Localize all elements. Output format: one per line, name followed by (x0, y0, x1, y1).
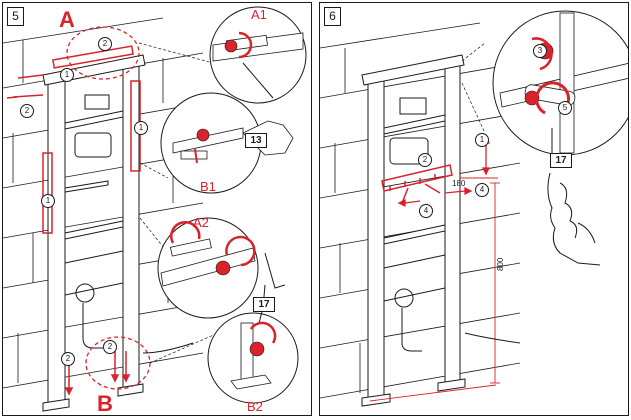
step-number: 5 (7, 7, 24, 26)
callout-2-top: 2 (98, 37, 112, 51)
callout-1-right: 1 (134, 121, 148, 135)
step-5-panel: 5 A B A1 B1 A2 B2 13 17 2 1 2 1 1 2 2 (2, 2, 312, 416)
callout-4-right: 4 (475, 183, 489, 197)
detail-nut-wrench (492, 10, 628, 156)
step-5-illustration (3, 6, 307, 412)
label-a1: A1 (251, 7, 267, 22)
wrench-size-a2: 17 (253, 297, 275, 312)
hand-with-wrench (547, 172, 601, 266)
red-adjustment-bars (12, 45, 141, 234)
callout-3: 3 (533, 44, 547, 58)
callout-4-left: 4 (419, 204, 433, 218)
detail-a1 (209, 6, 307, 104)
label-b: B (97, 391, 113, 416)
adjustment-arrows (397, 135, 491, 208)
pipe-outline (464, 332, 521, 344)
callout-1-top: 1 (60, 68, 74, 82)
dimension-height: 800 (496, 257, 505, 271)
installation-frame (361, 54, 466, 407)
callout-1: 1 (475, 133, 489, 147)
detail-a2 (157, 217, 286, 319)
callout-1-left: 1 (41, 194, 55, 208)
callout-2: 2 (418, 153, 432, 167)
callout-2-bottom-left: 2 (61, 352, 75, 366)
detail-b2 (207, 284, 299, 404)
step-number: 6 (324, 7, 341, 26)
label-a: A (59, 7, 75, 32)
installation-frame (42, 54, 146, 412)
pipe-outline (142, 342, 194, 354)
wrench-size-b1: 13 (245, 133, 267, 148)
dimension-lines (369, 177, 500, 402)
callout-5: 5 (558, 101, 572, 115)
adjustment-arrows (6, 96, 131, 396)
label-b2: B2 (247, 399, 263, 414)
callout-2-left: 2 (20, 104, 34, 118)
dimension-width: 180 (452, 179, 466, 188)
label-b1: B1 (200, 179, 216, 194)
detail-b1 (160, 92, 294, 194)
wrench-size: 17 (550, 153, 572, 168)
step-6-illustration (320, 10, 628, 407)
callout-2-bottom: 2 (103, 340, 117, 354)
label-a2: A2 (193, 215, 209, 230)
red-mounting-rail (381, 164, 453, 204)
leader-lines (461, 42, 486, 134)
step-6-panel: 6 3 5 17 1 2 4 4 180 800 (319, 2, 629, 416)
